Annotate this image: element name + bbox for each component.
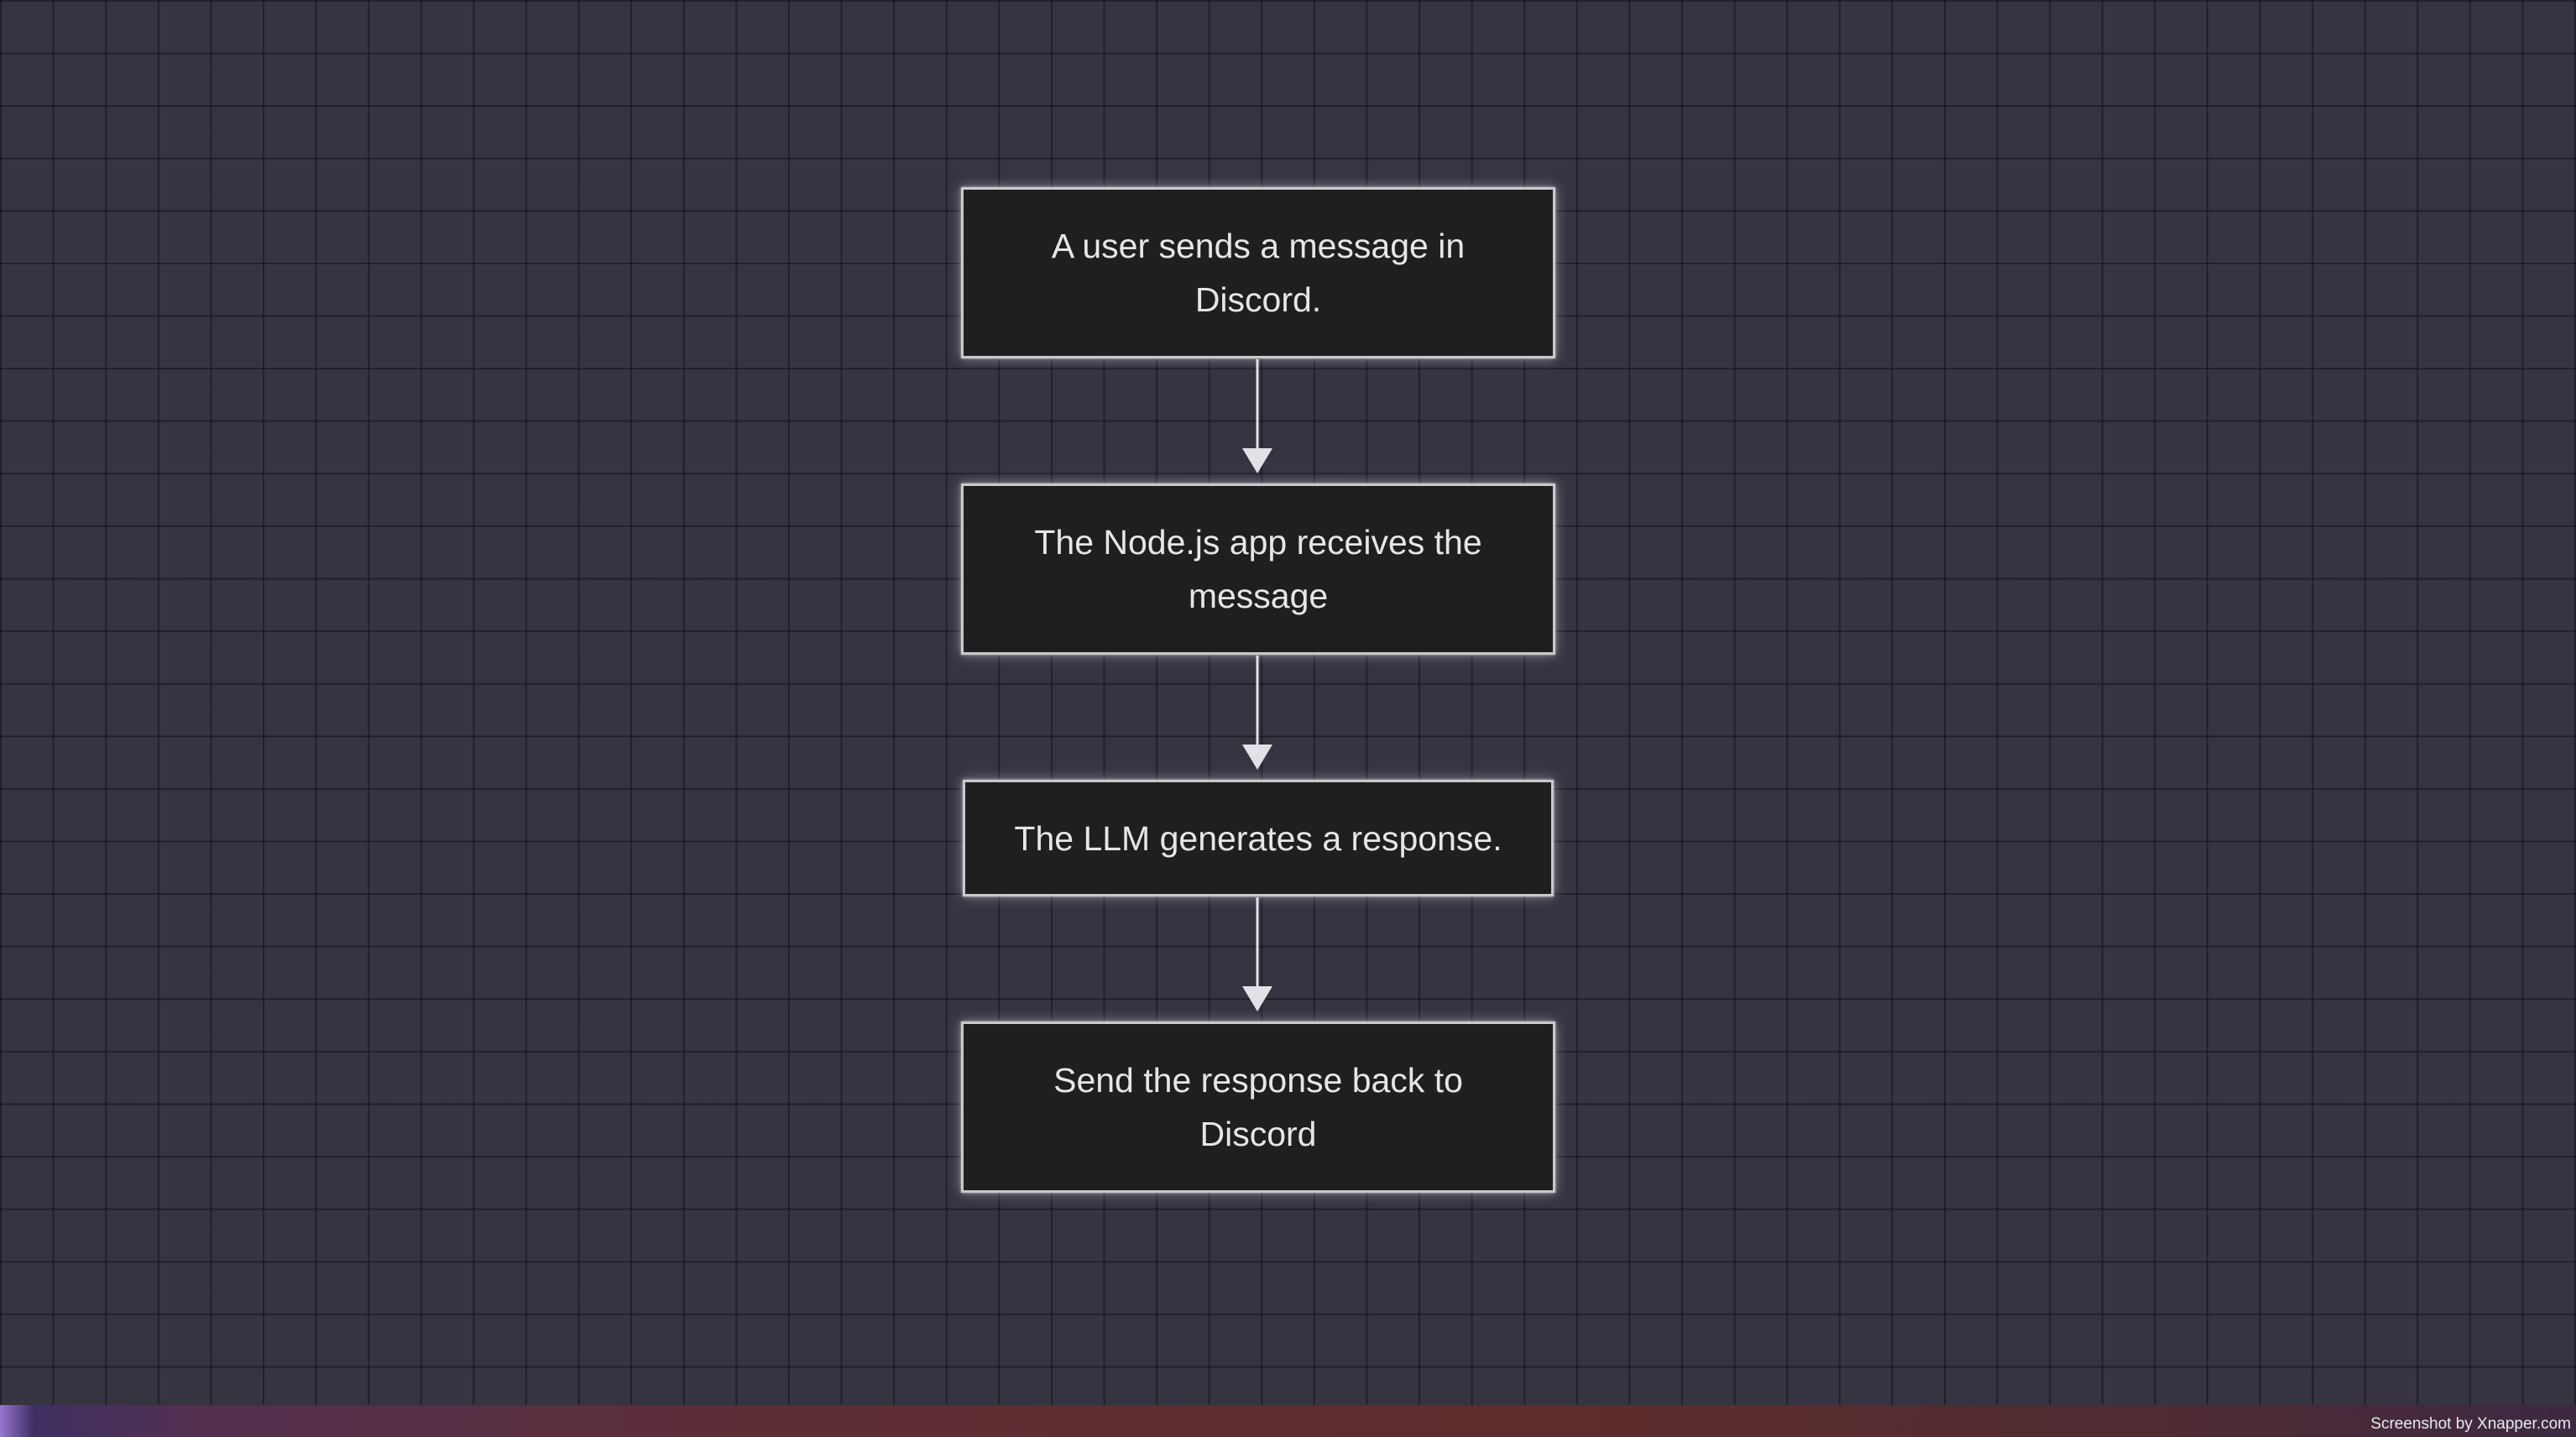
flow-step-user-sends-message: A user sends a message in Discord.: [961, 187, 1555, 358]
arrow-node-3-to-node-4: [1242, 897, 1272, 1011]
flow-step-send-response-back: Send the response back to Discord: [961, 1022, 1555, 1193]
arrow-node-1-to-node-2: [1242, 359, 1272, 473]
screenshot-watermark: Screenshot by Xnapper.com: [2370, 1415, 2571, 1433]
node-label-line: message: [1188, 577, 1329, 615]
node-label: The LLM generates a response.: [1014, 812, 1502, 865]
node-label: A user sends a message in Discord.: [1052, 219, 1465, 327]
diagram-canvas: A user sends a message in Discord. The N…: [0, 0, 2576, 1405]
node-label: Send the response back to Discord: [1053, 1053, 1463, 1161]
screenshot-footer-bar: Screenshot by Xnapper.com: [0, 1405, 2576, 1437]
flow-step-app-receives-message: The Node.js app receives the message: [961, 483, 1555, 655]
node-label-line: Send the response back to: [1053, 1061, 1463, 1100]
node-label: The Node.js app receives the message: [1034, 515, 1481, 623]
arrow-node-2-to-node-3: [1242, 656, 1272, 770]
node-label-line: Discord.: [1194, 280, 1322, 319]
node-label-line: The LLM generates a response.: [1014, 818, 1502, 858]
node-label-line: A user sends a message in: [1051, 227, 1466, 265]
node-label-line: The Node.js app receives the: [1034, 523, 1482, 562]
flow-step-llm-generates-response: The LLM generates a response.: [963, 780, 1554, 896]
node-label-line: Discord: [1199, 1115, 1317, 1153]
